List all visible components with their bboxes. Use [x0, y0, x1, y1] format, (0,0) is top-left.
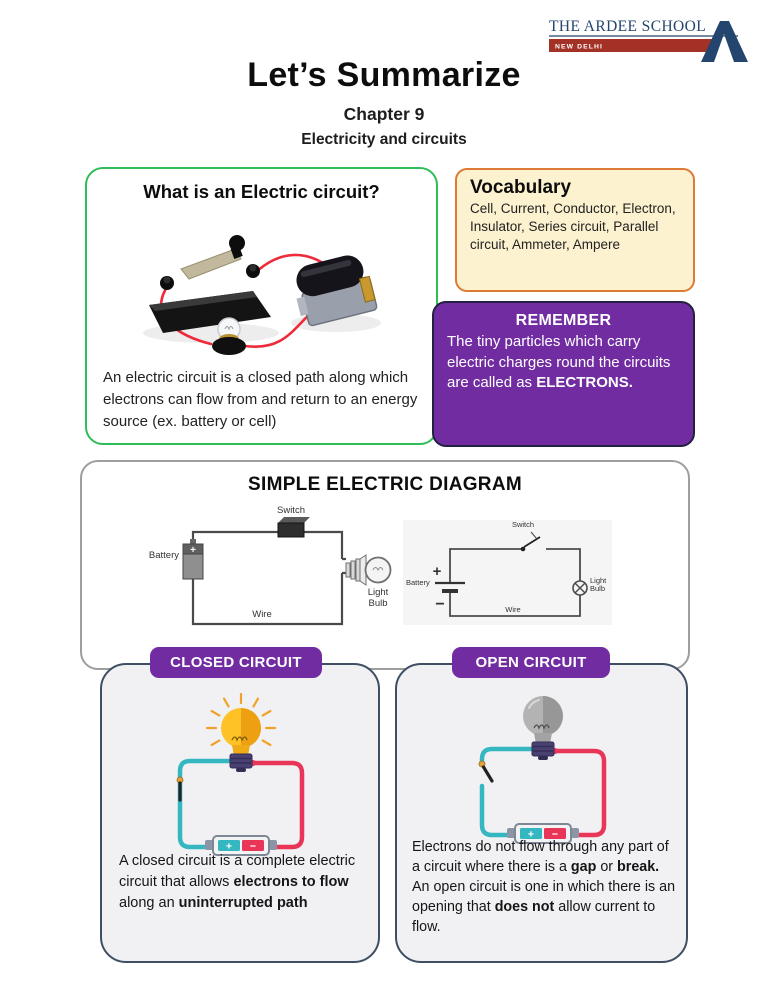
open-switch-icon [478, 760, 494, 783]
text-segment: The tiny particles which carry electric … [447, 333, 671, 392]
pictorial-light-bulb-label: Light Bulb [367, 587, 389, 609]
red-wire [249, 760, 305, 850]
schematic-circuit-diagram: + − Switch Battery Light Bulb Wire [403, 520, 612, 625]
open-circuit-description: Electrons do not flow through any part o… [412, 837, 676, 937]
battery-plus-sign: + [226, 841, 232, 853]
page-title: Let’s Summarize [247, 56, 521, 94]
bulb-base [531, 741, 555, 760]
teal-wire-lower [479, 783, 518, 838]
school-logo: THE ARDEE SCHOOL NEW DELHI [548, 16, 753, 66]
schematic-light-bulb-label: Light Bulb [590, 576, 607, 594]
text-segment: allow current to flow. [412, 899, 656, 936]
text-segment-bold: ELECTRONS. [536, 374, 633, 392]
battery-photo-icon [296, 255, 378, 327]
knife-switch-icon [149, 235, 271, 333]
lit-bulb-icon [221, 708, 261, 756]
teal-wire-upper [479, 746, 535, 766]
teal-wire [177, 758, 233, 850]
subject-heading: Electricity and circuits [301, 131, 467, 148]
vocabulary-terms: Cell, Current, Conductor, Electron, Insu… [470, 201, 676, 253]
bulb-base [229, 753, 253, 772]
electric-circuit-heading: What is an Electric circuit? [143, 181, 380, 202]
text-segment: An open circuit is one in which there is… [412, 879, 676, 916]
text-segment: A closed circuit is a complete electric … [119, 853, 356, 891]
schematic-wire-label: Wire [505, 605, 521, 614]
minus-sign: − [435, 596, 444, 613]
text-segment-bold: does not [494, 899, 555, 916]
battery-plus-sign: + [528, 829, 534, 841]
switch-icon [277, 517, 310, 538]
diagram-title: SIMPLE ELECTRIC DIAGRAM [248, 474, 522, 495]
pictorial-circuit-diagram: + Switch Battery Light Bulb Wire [145, 505, 400, 632]
text-segment: or [596, 859, 618, 876]
open-circuit-paragraph-2: An open circuit is one in which there is… [412, 877, 676, 937]
pictorial-wire-label: Wire [252, 609, 272, 620]
closed-circuit-description: A closed circuit is a complete electric … [119, 851, 367, 914]
bulb-symbol-icon [572, 580, 588, 596]
text-segment: along an [119, 895, 179, 912]
school-logo-graphic: THE ARDEE SCHOOL NEW DELHI [549, 18, 748, 62]
open-circuit-illustration: + − [478, 696, 607, 844]
switch-icon [520, 531, 541, 552]
pictorial-diagram-graphic: + [182, 517, 392, 626]
vocabulary-box: Vocabulary Cell, Current, Conductor, Ele… [455, 168, 695, 292]
circuit-photo [143, 235, 381, 355]
electric-circuit-description: An electric circuit is a closed path alo… [103, 369, 418, 430]
red-wire [551, 748, 607, 838]
battery-icon: + − [205, 835, 277, 856]
simple-electric-diagram-box: SIMPLE ELECTRIC DIAGRAM + [80, 460, 690, 670]
pictorial-battery-label: Battery [148, 550, 179, 561]
schematic-diagram-graphic: + − [433, 531, 588, 617]
battery-plus-sign: + [190, 545, 196, 556]
vocabulary-title: Vocabulary [470, 177, 572, 198]
logo-red-banner [549, 39, 722, 52]
open-circuit-badge: OPEN CIRCUIT [452, 647, 610, 678]
text-segment: Electrons do not flow through any part o… [412, 839, 669, 876]
logo-city-text: NEW DELHI [555, 44, 603, 51]
light-rays [205, 692, 277, 747]
open-circuit-box: + − Electrons do not flow through any pa… [395, 663, 688, 963]
chapter-heading: Chapter 9 [343, 104, 425, 124]
cell-symbol-icon: + − [433, 563, 465, 613]
battery-icon: + − [507, 823, 579, 844]
battery-icon: + [182, 539, 204, 580]
schematic-battery-label: Battery [406, 578, 430, 587]
remember-body: The tiny particles which carry electric … [447, 332, 680, 394]
electric-circuit-box: What is an Electric circuit? [85, 167, 438, 445]
closed-circuit-badge: CLOSED CIRCUIT [150, 647, 322, 678]
unlit-bulb-icon [523, 696, 563, 744]
battery-minus-sign: − [250, 841, 256, 853]
closed-switch-icon [176, 776, 184, 802]
remember-box: REMEMBER The tiny particles which carry … [432, 301, 695, 447]
school-name-text: THE ARDEE SCHOOL [549, 18, 706, 35]
text-segment-bold: electrons to flow [233, 874, 349, 891]
schematic-switch-label: Switch [511, 520, 535, 529]
closed-circuit-box: + − A closed circuit is a complete elect… [100, 663, 380, 963]
open-circuit-paragraph-1: Electrons do not flow through any part o… [412, 837, 676, 877]
logo-a-icon [701, 21, 748, 62]
wire-path [449, 548, 581, 617]
battery-minus-sign: − [552, 829, 558, 841]
small-bulb-icon [212, 317, 246, 355]
light-bulb-icon [345, 554, 392, 586]
text-segment-bold: break. [617, 859, 660, 876]
text-segment-bold: uninterrupted path [178, 895, 308, 912]
remember-title: REMEMBER [515, 312, 612, 329]
closed-circuit-illustration: + − [176, 692, 305, 856]
plus-sign: + [433, 563, 442, 580]
pictorial-switch-label: Switch [277, 505, 305, 516]
text-segment-bold: gap [570, 859, 597, 876]
